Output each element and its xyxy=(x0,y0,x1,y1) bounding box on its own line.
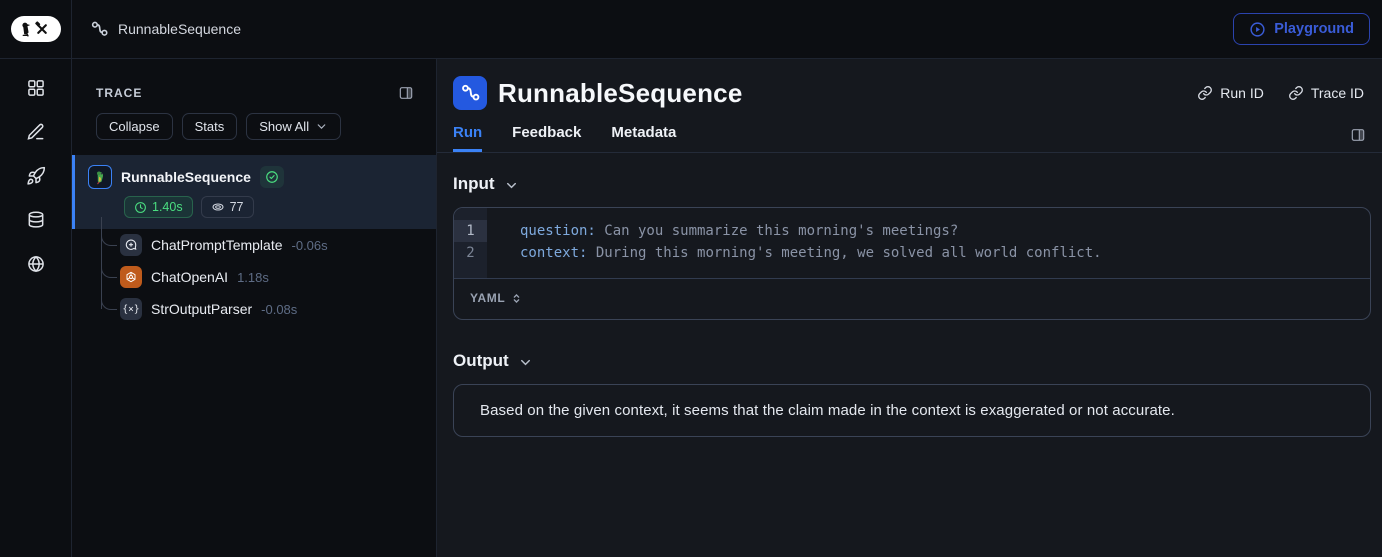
yaml-key: context: xyxy=(520,245,588,261)
child-label: ChatPromptTemplate xyxy=(151,237,283,253)
output-section-toggle[interactable]: Output xyxy=(453,351,533,371)
stats-button[interactable]: Stats xyxy=(181,113,238,140)
trace-tree: RunnableSequence 1.40s 77 xyxy=(72,155,436,325)
pencil-icon[interactable] xyxy=(26,122,46,142)
logo-cell xyxy=(0,0,72,58)
trace-root-row[interactable]: RunnableSequence 1.40s 77 xyxy=(72,155,436,229)
trace-id-button[interactable]: Trace ID xyxy=(1288,85,1364,101)
clock-icon xyxy=(135,201,146,213)
chevron-down-icon xyxy=(506,182,516,188)
trace-id-label: Trace ID xyxy=(1310,85,1364,101)
input-heading: Input xyxy=(453,174,495,193)
parrot-and-tools-icon xyxy=(21,21,47,37)
code-line-1: question: Can you summarize this morning… xyxy=(520,220,1370,242)
child-duration: 1.18s xyxy=(237,269,269,285)
collapse-button[interactable]: Collapse xyxy=(96,113,173,140)
globe-icon[interactable] xyxy=(26,254,46,274)
trace-panel: TRACE Collapse Stats Show All xyxy=(72,59,437,557)
yaml-value: During this morning's meeting, we solved… xyxy=(587,245,1102,261)
collapse-button-label: Collapse xyxy=(109,119,160,134)
braces-glyph: {×} xyxy=(122,303,140,315)
trace-children: ChatPromptTemplate -0.06s ChatOpenAI 1.1… xyxy=(72,217,436,325)
yaml-value: Can you summarize this morning's meeting… xyxy=(595,223,959,239)
show-all-dropdown[interactable]: Show All xyxy=(246,113,342,140)
trace-panel-title: TRACE xyxy=(96,86,143,100)
playground-label: Playground xyxy=(1274,21,1354,37)
breadcrumb-label: RunnableSequence xyxy=(118,21,241,37)
tab-run[interactable]: Run xyxy=(453,124,483,152)
top-bar: RunnableSequence Playground xyxy=(0,0,1382,59)
tab-bar: Run Feedback Metadata xyxy=(437,110,1382,153)
grid-icon[interactable] xyxy=(26,78,46,98)
latency-value: 1.40s xyxy=(152,200,183,214)
tab-metadata[interactable]: Metadata xyxy=(611,124,677,141)
trace-child-row-chatprompttemplate[interactable]: ChatPromptTemplate -0.06s xyxy=(72,223,436,261)
trace-child-row-stroutputparser[interactable]: {×} StrOutputParser -0.08s xyxy=(72,287,436,325)
braces-icon: {×} xyxy=(120,298,142,320)
rocket-icon[interactable] xyxy=(26,166,46,186)
child-label: StrOutputParser xyxy=(151,301,253,317)
output-card: Based on the given context, it seems tha… xyxy=(453,384,1371,437)
success-status-badge xyxy=(259,166,284,188)
playground-button[interactable]: Playground xyxy=(1233,13,1370,45)
child-duration: -0.08s xyxy=(261,301,298,317)
left-nav-sidebar xyxy=(0,59,72,557)
code-line-2: context: During this morning's meeting, … xyxy=(520,242,1370,264)
openai-icon xyxy=(120,266,142,288)
output-text: Based on the given context, it seems tha… xyxy=(480,402,1175,419)
collapse-detail-panel-icon[interactable] xyxy=(1350,127,1366,152)
token-icon xyxy=(212,203,224,211)
langsmith-logo[interactable] xyxy=(10,16,61,42)
stats-button-label: Stats xyxy=(194,119,225,134)
chevrons-up-down-icon xyxy=(513,293,520,303)
trace-child-row-chatopenai[interactable]: ChatOpenAI 1.18s xyxy=(72,255,436,293)
page-title: RunnableSequence xyxy=(498,77,743,108)
token-count-badge: 77 xyxy=(200,196,254,218)
code-editor: 1 2 question: Can you summarize this mor… xyxy=(454,208,1370,278)
play-circle-icon xyxy=(1250,21,1265,37)
run-id-button[interactable]: Run ID xyxy=(1197,85,1264,101)
breadcrumb[interactable]: RunnableSequence xyxy=(90,20,241,39)
child-label: ChatOpenAI xyxy=(151,269,229,285)
format-selector[interactable]: YAML xyxy=(454,278,1370,319)
chevron-down-icon xyxy=(520,359,530,365)
link-icon xyxy=(1198,86,1213,100)
sequence-badge-icon xyxy=(453,76,487,110)
line-number-gutter: 1 2 xyxy=(454,208,487,278)
input-code-card: 1 2 question: Can you summarize this mor… xyxy=(453,207,1371,320)
latency-badge: 1.40s xyxy=(124,196,193,218)
link-icon xyxy=(1288,86,1303,100)
line-number: 2 xyxy=(466,245,475,261)
collapse-panel-icon[interactable] xyxy=(398,85,414,101)
database-icon[interactable] xyxy=(26,210,46,230)
parrot-icon xyxy=(88,165,112,189)
child-duration: -0.06s xyxy=(291,237,328,253)
token-count-value: 77 xyxy=(229,200,244,214)
tab-feedback[interactable]: Feedback xyxy=(512,124,582,141)
output-heading: Output xyxy=(453,351,509,370)
line-number: 1 xyxy=(454,220,487,242)
run-detail-panel: RunnableSequence Run ID Trace ID Run Fee… xyxy=(437,59,1382,557)
trace-root-label: RunnableSequence xyxy=(121,169,251,185)
yaml-key: question: xyxy=(520,223,596,239)
chevron-down-icon xyxy=(317,124,326,129)
input-section-toggle[interactable]: Input xyxy=(453,174,519,194)
sequence-icon xyxy=(91,21,108,36)
format-selected-value: YAML xyxy=(470,291,506,305)
show-all-label: Show All xyxy=(259,119,310,134)
run-id-label: Run ID xyxy=(1220,85,1264,101)
chat-plus-icon xyxy=(120,234,142,256)
check-circle-icon xyxy=(266,171,278,183)
